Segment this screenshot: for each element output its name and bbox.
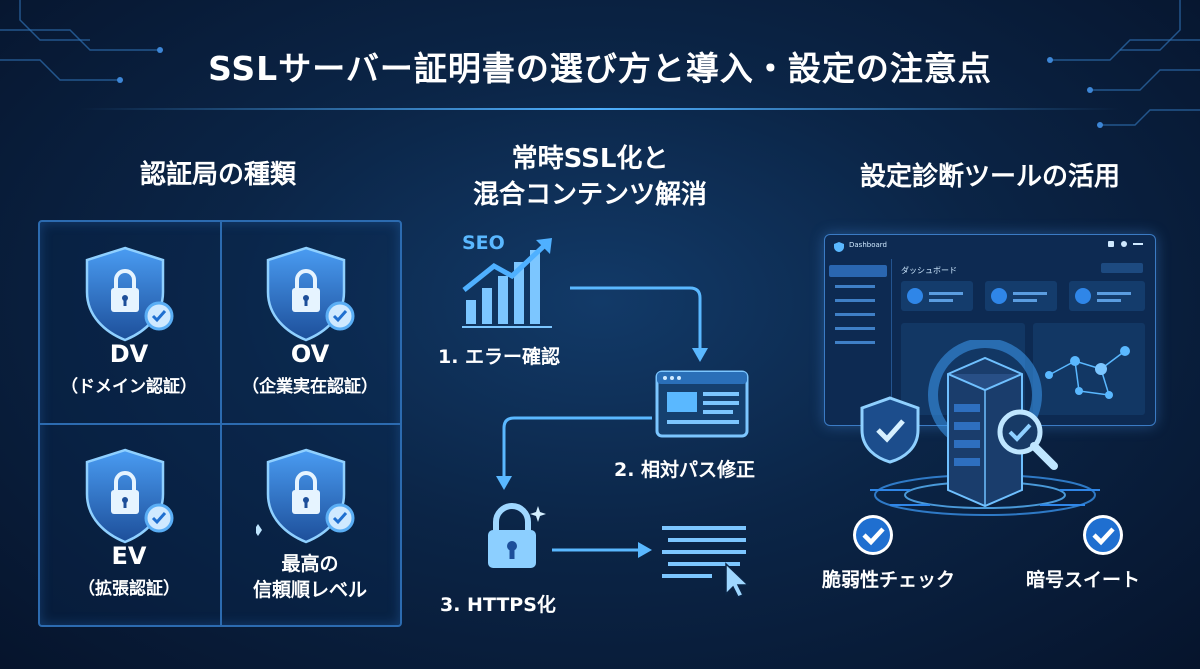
middle-section-heading-1: 常時SSL化と xyxy=(511,144,669,174)
stat-card xyxy=(901,281,973,311)
step-label-3: 3. HTTPS化 xyxy=(440,594,556,616)
flow-arrow-3-icon xyxy=(552,542,652,558)
ca-type-sub-label: （ドメイン認証） xyxy=(61,377,197,397)
sidebar-item xyxy=(835,313,875,316)
check-circle-icon xyxy=(907,288,923,304)
middle-section-heading-2: 混合コンテンツ解消 xyxy=(472,180,707,210)
shield-lock-sparkle-icon xyxy=(256,448,355,544)
caption-vulnerability-check: 脆弱性チェック xyxy=(822,569,956,591)
sidebar-item xyxy=(835,341,875,344)
ca-card-ev: EV （拡張認証） xyxy=(40,424,222,625)
dashboard-sidebar xyxy=(827,259,892,419)
seo-growth-chart-icon xyxy=(462,238,552,328)
network-graph-icon xyxy=(1045,346,1130,399)
step-label-1: 1. エラー確認 xyxy=(438,346,561,368)
ca-card-ov: OV （企業実在認証） xyxy=(221,222,401,425)
check-circle-icon xyxy=(1083,515,1123,555)
check-circle-icon xyxy=(1075,288,1091,304)
ca-type-label: OV xyxy=(290,340,330,368)
server-magnifier-icon xyxy=(870,340,1100,516)
check-circle-icon xyxy=(991,288,1007,304)
stat-bar xyxy=(1097,299,1121,302)
sidebar-item xyxy=(835,299,875,302)
ca-card-trust-level: 最高の 信頼順レベル xyxy=(221,424,401,625)
search-box[interactable] xyxy=(1101,263,1143,273)
ca-type-label: DV xyxy=(109,340,149,368)
shield-lock-badge-icon xyxy=(85,448,174,544)
dashboard-app-name: Dashboard xyxy=(849,241,887,249)
stat-bar xyxy=(1013,292,1047,295)
stat-bar xyxy=(1013,299,1037,302)
stat-bar xyxy=(929,299,953,302)
sidebar-item xyxy=(835,327,875,330)
title-divider xyxy=(80,108,1120,110)
network-panel xyxy=(1033,323,1145,415)
ca-card-dv: DV （ドメイン認証） xyxy=(40,222,222,425)
stat-card xyxy=(985,281,1057,311)
stat-card xyxy=(1069,281,1145,311)
seo-label: SEO xyxy=(462,232,505,254)
left-section-heading: 認証局の種類 xyxy=(139,160,296,190)
stat-bar xyxy=(1097,292,1131,295)
document-cursor-icon xyxy=(662,526,750,598)
shield-lock-badge-icon xyxy=(85,246,174,342)
sidebar-item xyxy=(835,285,875,288)
padlock-icon xyxy=(488,503,546,568)
ca-type-grid: DV （ドメイン認証） OV （企業実在認証） EV （拡張認証） xyxy=(38,220,402,627)
shield-check-icon xyxy=(860,396,920,464)
shield-lock-badge-icon xyxy=(266,246,355,342)
trust-level-label-2: 信頼順レベル xyxy=(252,579,367,601)
check-circle-icon xyxy=(853,515,893,555)
dashboard-logo-icon xyxy=(834,242,844,252)
circuit-decoration-left xyxy=(0,0,163,83)
right-section-heading: 設定診断ツールの活用 xyxy=(859,162,1120,192)
notification-bell-icon xyxy=(1108,241,1114,247)
flow-arrow-2-icon xyxy=(496,416,652,490)
ca-type-label: EV xyxy=(111,542,147,570)
page-title: SSLサーバー証明書の選び方と導入・設定の注意点 xyxy=(208,49,992,88)
user-avatar xyxy=(1121,241,1127,247)
browser-window-icon xyxy=(655,370,749,438)
ca-type-sub-label: （拡張認証） xyxy=(78,579,180,599)
flow-arrow-1-icon xyxy=(570,286,708,362)
window-control-icon xyxy=(1133,243,1143,245)
trust-level-label-1: 最高の xyxy=(281,553,339,575)
ca-type-sub-label: （企業実在認証） xyxy=(242,377,378,397)
stat-bar xyxy=(929,292,963,295)
dashboard-page-title: ダッシュボード xyxy=(901,266,957,275)
step-label-2: 2. 相対パス修正 xyxy=(614,459,756,481)
sidebar-item-active xyxy=(829,265,887,277)
caption-cipher-suite: 暗号スイート xyxy=(1026,569,1141,591)
circuit-decoration-right xyxy=(1047,0,1200,128)
